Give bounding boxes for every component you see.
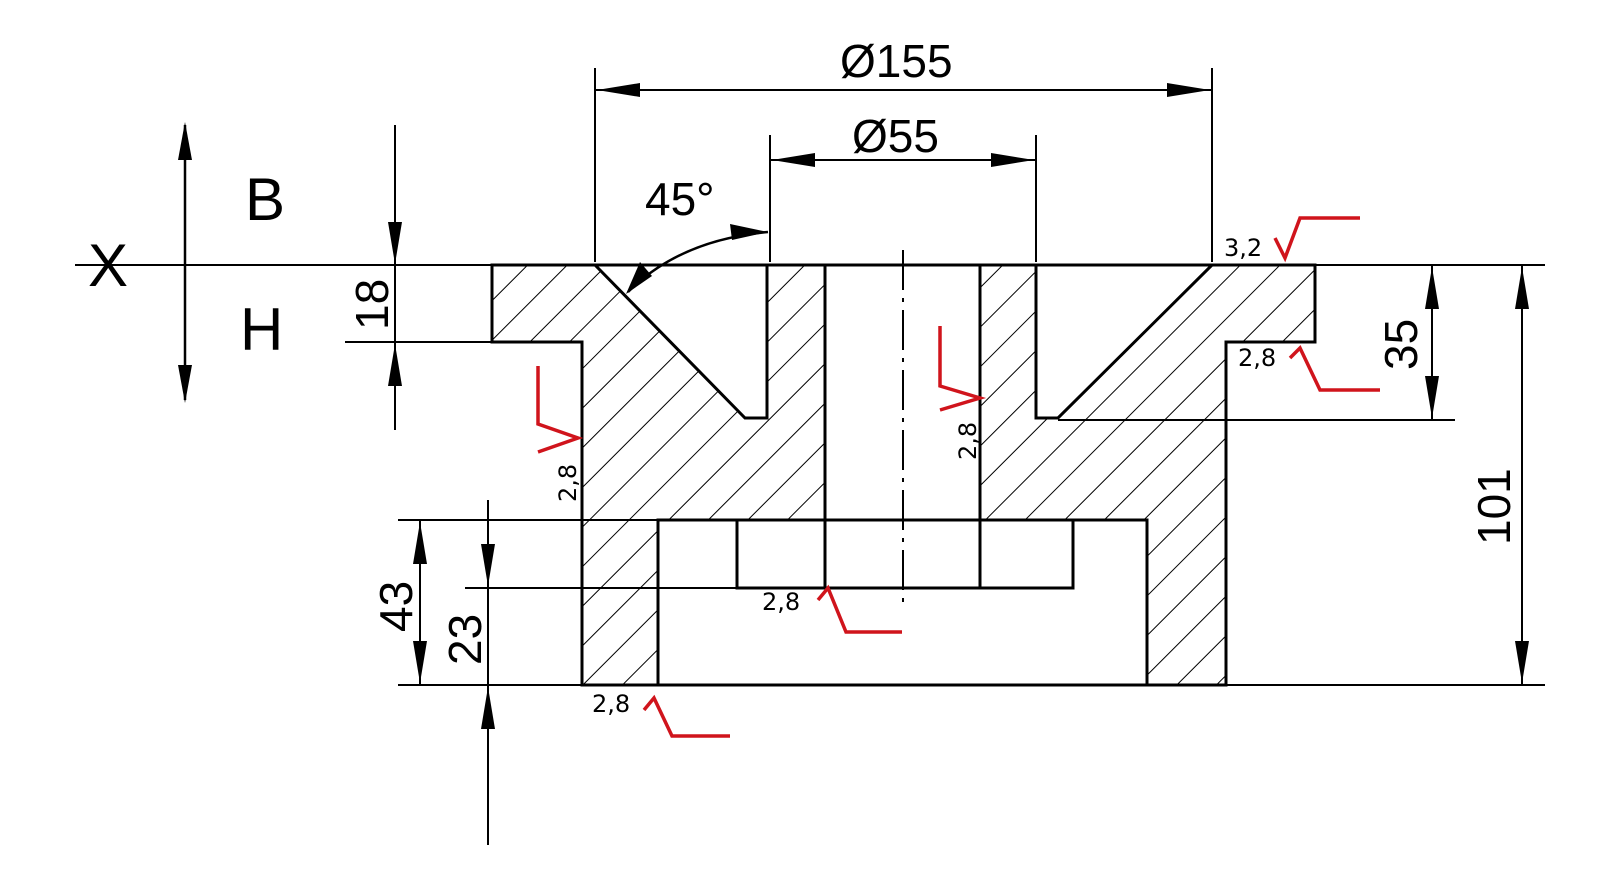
bore-depth-label: 43 <box>370 581 422 632</box>
arrow-up-icon <box>413 522 427 564</box>
dim-bottom-offset: 23 <box>439 500 737 845</box>
outer-diameter-label: Ø155 <box>840 35 953 87</box>
roughness-right-step-value: 2,8 <box>1238 344 1276 372</box>
arrow-angle-icon <box>626 262 652 294</box>
arrow-down-icon <box>1515 641 1529 683</box>
arrow-up-icon <box>481 687 495 729</box>
roughness-values: 3,2 2,8 2,8 2,8 2,8 2,8 <box>554 234 1276 718</box>
dim-total-height: 101 <box>1226 265 1545 686</box>
dim-outer-diameter: Ø155 <box>594 35 1213 262</box>
dim-recess-depth: 35 <box>1058 265 1455 421</box>
axis-b-label: B <box>245 166 285 233</box>
roughness-symbol-icon <box>1273 216 1360 263</box>
recess-depth-label: 35 <box>1375 319 1427 370</box>
pocket-outline <box>735 518 1075 590</box>
inner-diameter-label: Ø55 <box>852 110 939 162</box>
roughness-top-right-value: 3,2 <box>1224 234 1262 262</box>
roughness-symbol-icon <box>642 694 730 738</box>
arrow-up-icon <box>1425 267 1439 309</box>
arrow-down-icon <box>1425 376 1439 418</box>
arrow-down-icon <box>481 544 495 586</box>
arrow-right-icon <box>991 153 1034 167</box>
roughness-symbol-icon <box>938 326 987 412</box>
arrow-right-icon <box>1167 83 1210 97</box>
roughness-marks <box>536 216 1380 738</box>
dim-chamfer-angle: 45° <box>626 173 769 294</box>
roughness-center-bore-value: 2,8 <box>954 422 982 460</box>
roughness-pocket-value: 2,8 <box>762 588 800 616</box>
arrow-left-icon <box>772 153 815 167</box>
axis-arrow-up-icon <box>178 122 192 160</box>
flange-thickness-label: 18 <box>346 279 398 330</box>
roughness-symbol-icon <box>816 584 902 634</box>
bottom-offset-label: 23 <box>439 614 491 665</box>
total-height-label: 101 <box>1468 468 1520 545</box>
roughness-bottom-value: 2,8 <box>592 690 630 718</box>
arrow-up-icon <box>1515 267 1529 309</box>
arrow-up-icon <box>388 344 402 386</box>
arrow-left-icon <box>597 83 640 97</box>
roughness-left-outer-value: 2,8 <box>554 464 582 502</box>
axis-x-label: X <box>88 232 128 299</box>
arrow-down-icon <box>413 641 427 683</box>
axis-arrow-down-icon <box>178 365 192 403</box>
axis-h-label: H <box>240 296 283 363</box>
roughness-symbol-icon <box>1288 345 1380 392</box>
arrow-angle-icon <box>730 224 768 240</box>
dim-bore-depth: 43 <box>370 519 658 686</box>
dim-inner-diameter: Ø55 <box>769 110 1037 262</box>
roughness-symbol-icon <box>536 366 584 454</box>
dim-flange-thickness: 18 <box>345 125 582 430</box>
arrow-down-icon <box>388 222 402 264</box>
chamfer-angle-label: 45° <box>645 173 715 225</box>
